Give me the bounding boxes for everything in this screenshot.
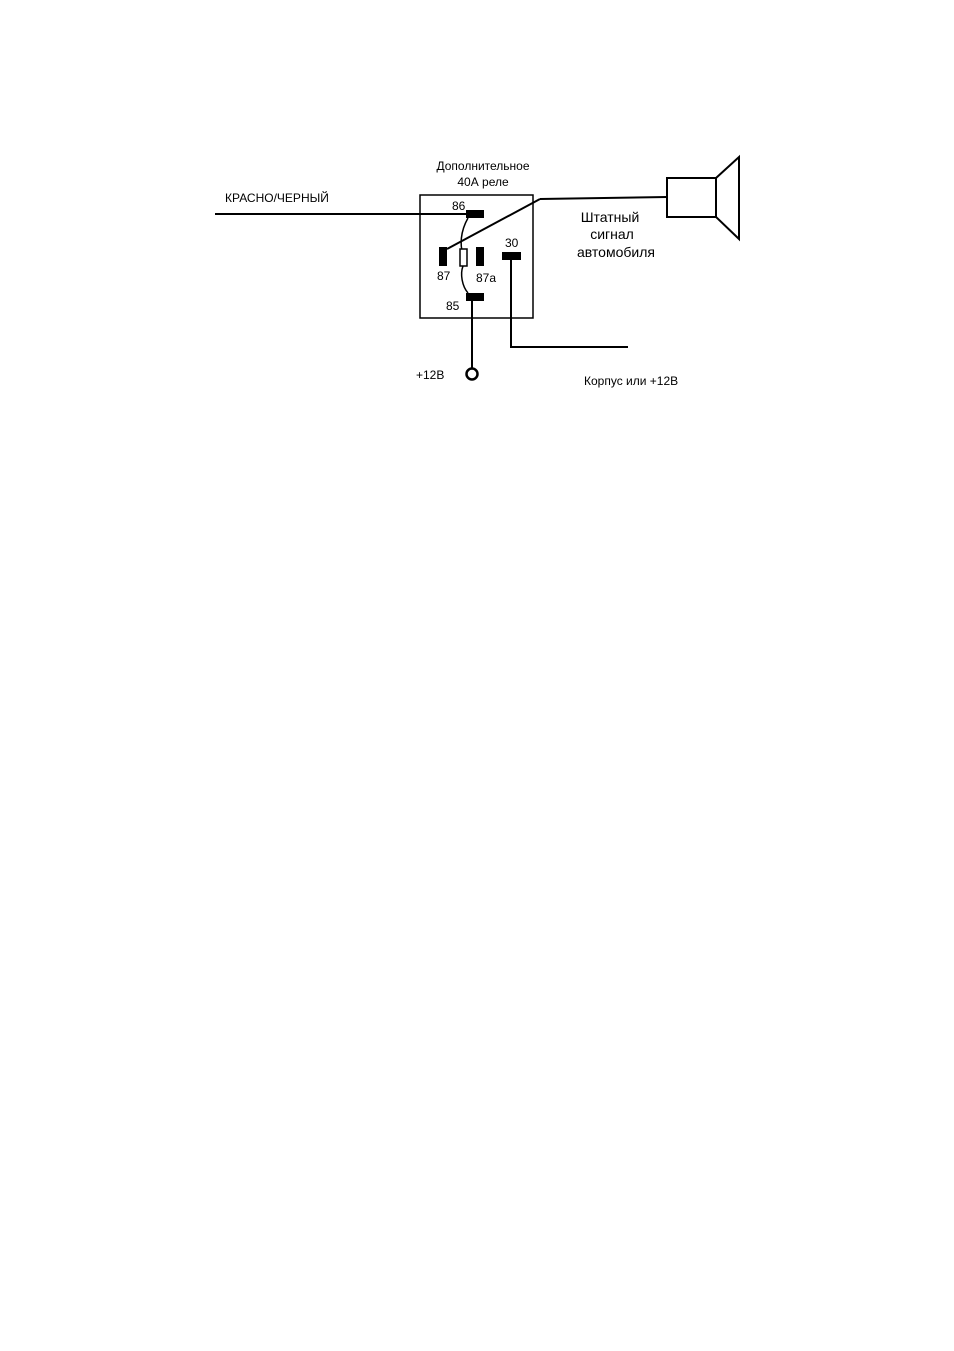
pin-87a bbox=[476, 247, 484, 266]
ground-label: Корпус или +12В bbox=[584, 374, 678, 388]
relay-title-line2: 40А реле bbox=[457, 175, 509, 189]
plus12v-label: +12В bbox=[416, 368, 444, 382]
pin-86-label: 86 bbox=[452, 199, 466, 213]
horn-wire bbox=[540, 197, 667, 199]
ground-wire bbox=[511, 260, 628, 347]
relay-coil bbox=[460, 249, 467, 266]
relay-title-line1: Дополнительное bbox=[436, 159, 529, 173]
coil-wire-lower bbox=[462, 266, 468, 293]
pin-85-label: 85 bbox=[446, 299, 460, 313]
horn-label-line3: автомобиля bbox=[577, 244, 655, 260]
pin-87 bbox=[439, 247, 447, 266]
pin-30 bbox=[502, 252, 521, 260]
horn-cone bbox=[716, 157, 739, 239]
horn-label-line2: сигнал bbox=[590, 226, 634, 242]
pin-85 bbox=[466, 293, 484, 301]
pin-87a-label: 87а bbox=[476, 271, 496, 285]
plus12v-terminal-icon bbox=[467, 369, 478, 380]
horn-label-line1: Штатный bbox=[581, 209, 640, 225]
pin-86 bbox=[466, 210, 484, 218]
horn-body bbox=[667, 178, 716, 217]
input-wire-label: КРАСНО/ЧЕРНЫЙ bbox=[225, 190, 329, 205]
pin-87-label: 87 bbox=[437, 269, 451, 283]
pin-30-label: 30 bbox=[505, 236, 519, 250]
